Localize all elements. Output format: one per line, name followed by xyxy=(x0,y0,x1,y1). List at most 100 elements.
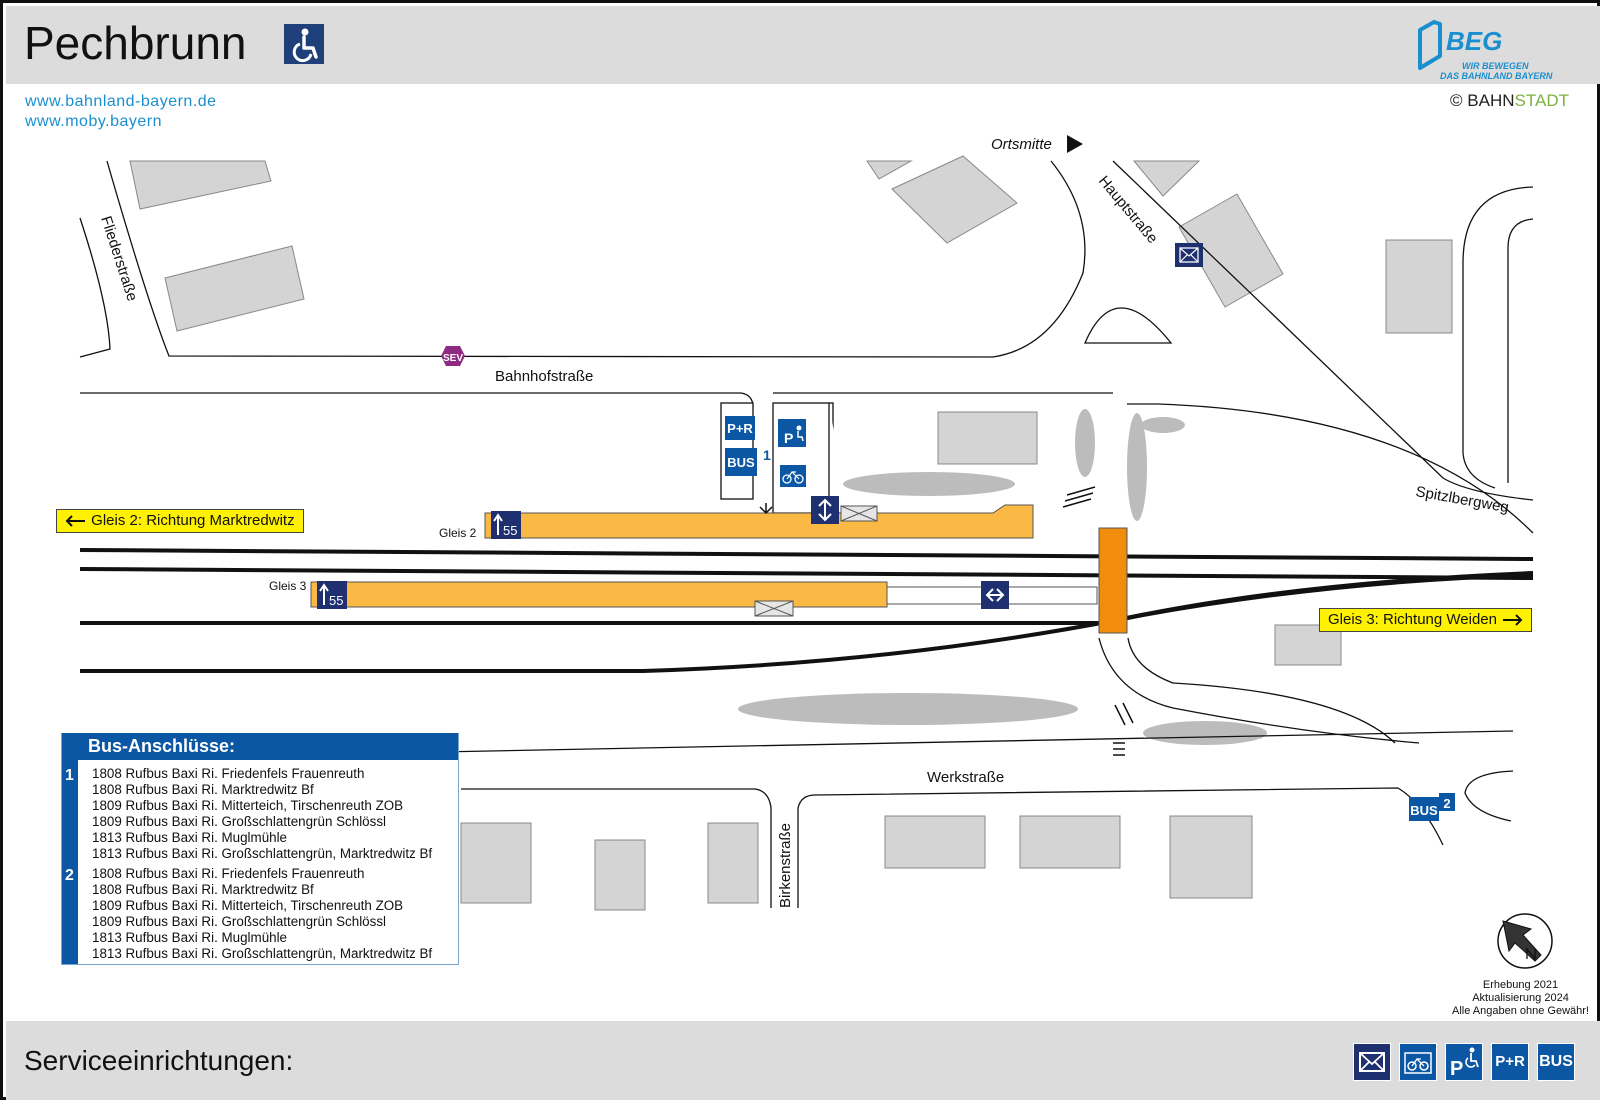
website-link-bahnland[interactable]: www.bahnland-bayern.de xyxy=(25,93,217,110)
accessible-crossing xyxy=(1098,527,1128,634)
building xyxy=(1178,193,1284,308)
disabled-parking-icon xyxy=(778,419,806,447)
bus-line-entry: 1809 Rufbus Baxi Ri. Mitterteich, Tirsch… xyxy=(92,798,404,813)
platforms xyxy=(310,504,1128,634)
street-label-fliederstrasse: Fliederstraße xyxy=(97,214,140,303)
building xyxy=(1132,160,1201,197)
track xyxy=(79,548,1534,561)
station-title: Pechbrunn xyxy=(24,17,247,69)
street-label-bahnhofstrasse: Bahnhofstraße xyxy=(495,368,593,385)
vegetation xyxy=(738,409,1267,745)
shelters xyxy=(754,505,878,617)
disclaimer: Alle Angaben ohne Gewähr! xyxy=(1452,1005,1589,1017)
bus-label: BUS xyxy=(1539,1053,1573,1070)
bus-line-entry: 1809 Rufbus Baxi Ri. Mitterteich, Tirsch… xyxy=(92,898,404,913)
bus-line-entry: 1809 Rufbus Baxi Ri. Großschlattengrün S… xyxy=(92,814,386,829)
sev-stop-icon xyxy=(441,346,465,366)
bahnhofstrasse-south-edge xyxy=(80,392,754,408)
spitzlbergweg-south-edge xyxy=(1127,403,1534,534)
trees xyxy=(843,472,1015,496)
bus-stop-1-label: BUS xyxy=(727,455,755,470)
bus-lines-stop-1: 1808 Rufbus Baxi Ri. Friedenfels Frauenr… xyxy=(92,766,432,862)
step-arrow xyxy=(759,503,773,515)
stairs-south xyxy=(1113,702,1134,756)
lifts xyxy=(811,496,1009,609)
platform-gleis-2 xyxy=(484,504,1034,539)
platform-height-icon-gleis-3 xyxy=(317,581,347,609)
bus-line-entry: 1808 Rufbus Baxi Ri. Friedenfels Frauenr… xyxy=(92,766,365,781)
update-date: Aktualisierung 2024 xyxy=(1472,992,1569,1004)
trees xyxy=(1075,409,1095,477)
bus-stop-2-number-box xyxy=(1439,793,1455,811)
survey-notes: Erhebung 2021 Aktualisierung 2024 Alle A… xyxy=(1452,979,1589,1018)
copyright-notice: © BAHNSTADT xyxy=(1450,91,1569,111)
bahnhofstrasse-north-edge xyxy=(106,160,1086,358)
post-office-icon xyxy=(1175,243,1203,267)
sev-label: SEV xyxy=(443,353,463,364)
footer-bar: Serviceeinrichtungen: xyxy=(6,1021,1600,1100)
building xyxy=(866,160,913,180)
bus-line-entry: 1808 Rufbus Baxi Ri. Friedenfels Frauenr… xyxy=(92,866,365,881)
building xyxy=(707,822,759,904)
stairs xyxy=(759,486,1134,756)
railway-tracks xyxy=(79,548,1534,673)
building xyxy=(129,160,272,210)
werkstrasse-south-edge-west xyxy=(461,788,772,908)
disabled-parking-icon: P xyxy=(1445,1043,1483,1081)
bus-stop-2-label: BUS xyxy=(1410,803,1438,818)
arrow-left-icon xyxy=(65,515,85,527)
bus-line-entry: 1808 Rufbus Baxi Ri. Marktredwitz Bf xyxy=(92,882,314,897)
bus-stop-number-bar xyxy=(62,760,78,964)
underpass-road-south xyxy=(1127,637,1396,744)
building xyxy=(884,815,986,869)
ortsmitte-label: Ortsmitte xyxy=(991,136,1052,153)
bus-line-entry: 1813 Rufbus Baxi Ri. Großschlattengrün, … xyxy=(92,946,433,961)
service-facilities-label: Serviceeinrichtungen: xyxy=(24,1045,294,1076)
building xyxy=(594,839,646,911)
platform-label-gleis-3: Gleis 3 xyxy=(269,579,307,593)
arrow-right-icon xyxy=(1503,614,1523,626)
bus-lines-stop-2: 1808 Rufbus Baxi Ri. Friedenfels Frauenr… xyxy=(92,866,432,962)
streets xyxy=(79,160,1534,908)
disabled-parking-letter: P xyxy=(1450,1058,1464,1080)
website-link-moby[interactable]: www.moby.bayern xyxy=(25,113,163,130)
bus-stop-2-number: 2 xyxy=(1443,796,1450,811)
building xyxy=(891,155,1018,244)
trees xyxy=(1141,417,1185,433)
building xyxy=(937,411,1038,465)
facility-icons: P+R BUS 1 P BUS 2 SEV xyxy=(441,135,1455,821)
beg-slogan-2: DAS BAHNLAND BAYERN xyxy=(1440,71,1553,81)
bus-stop-1-number: 1 xyxy=(763,447,771,463)
bus-line-entry: 1808 Rufbus Baxi Ri. Marktredwitz Bf xyxy=(92,782,314,797)
beg-slogan-1: WIR BEWEGEN xyxy=(1462,61,1529,71)
station-map: 55 55 Gleis 2 Gleis 3 P+R BUS 1 P BUS xyxy=(79,135,1553,969)
wheelchair-accessible-icon xyxy=(284,24,324,64)
header-bar: Pechbrunn BEG WIR BEWEGEN DAS BAHNLAND B… xyxy=(6,6,1600,84)
trees xyxy=(1143,721,1267,745)
direction-banner-gleis-2: Gleis 2: Richtung Marktredwitz xyxy=(56,509,304,533)
trees xyxy=(738,693,1078,725)
bicycle-parking-icon xyxy=(780,465,806,487)
platform-height-gleis-3: 55 xyxy=(329,593,343,608)
platform-label-gleis-2: Gleis 2 xyxy=(439,526,477,540)
bus-stop-number-2: 2 xyxy=(65,867,74,884)
bus-connections-panel: Bus-Anschlüsse: 1 2 1808 Rufbus Baxi Ri.… xyxy=(61,733,459,965)
bus-stop-1-icon xyxy=(725,448,757,476)
street-label-birkenstrasse: Birkenstraße xyxy=(777,823,794,908)
hauptstrasse-edge xyxy=(1112,160,1534,501)
werkstrasse-corner xyxy=(1464,770,1514,822)
park-and-ride-label: P+R xyxy=(727,421,753,436)
building xyxy=(1169,815,1253,899)
copyright-brand-stadt: STADT xyxy=(1514,91,1569,110)
beg-logo: BEG WIR BEWEGEN DAS BAHNLAND BAYERN xyxy=(1416,12,1596,82)
bicycle-parking-icon xyxy=(1399,1043,1437,1081)
beg-logo-text: BEG xyxy=(1446,26,1502,56)
north-arrow-icon xyxy=(1497,913,1553,969)
werkstrasse-south-edge-east xyxy=(797,787,1444,908)
park-and-ride-label: P+R xyxy=(1495,1053,1525,1070)
platform-height-markers: 55 55 xyxy=(317,511,521,609)
bus-connections-title: Bus-Anschlüsse: xyxy=(62,733,458,760)
spitzlbergweg-north-edge xyxy=(1462,186,1534,489)
park-and-ride-icon xyxy=(725,416,755,440)
